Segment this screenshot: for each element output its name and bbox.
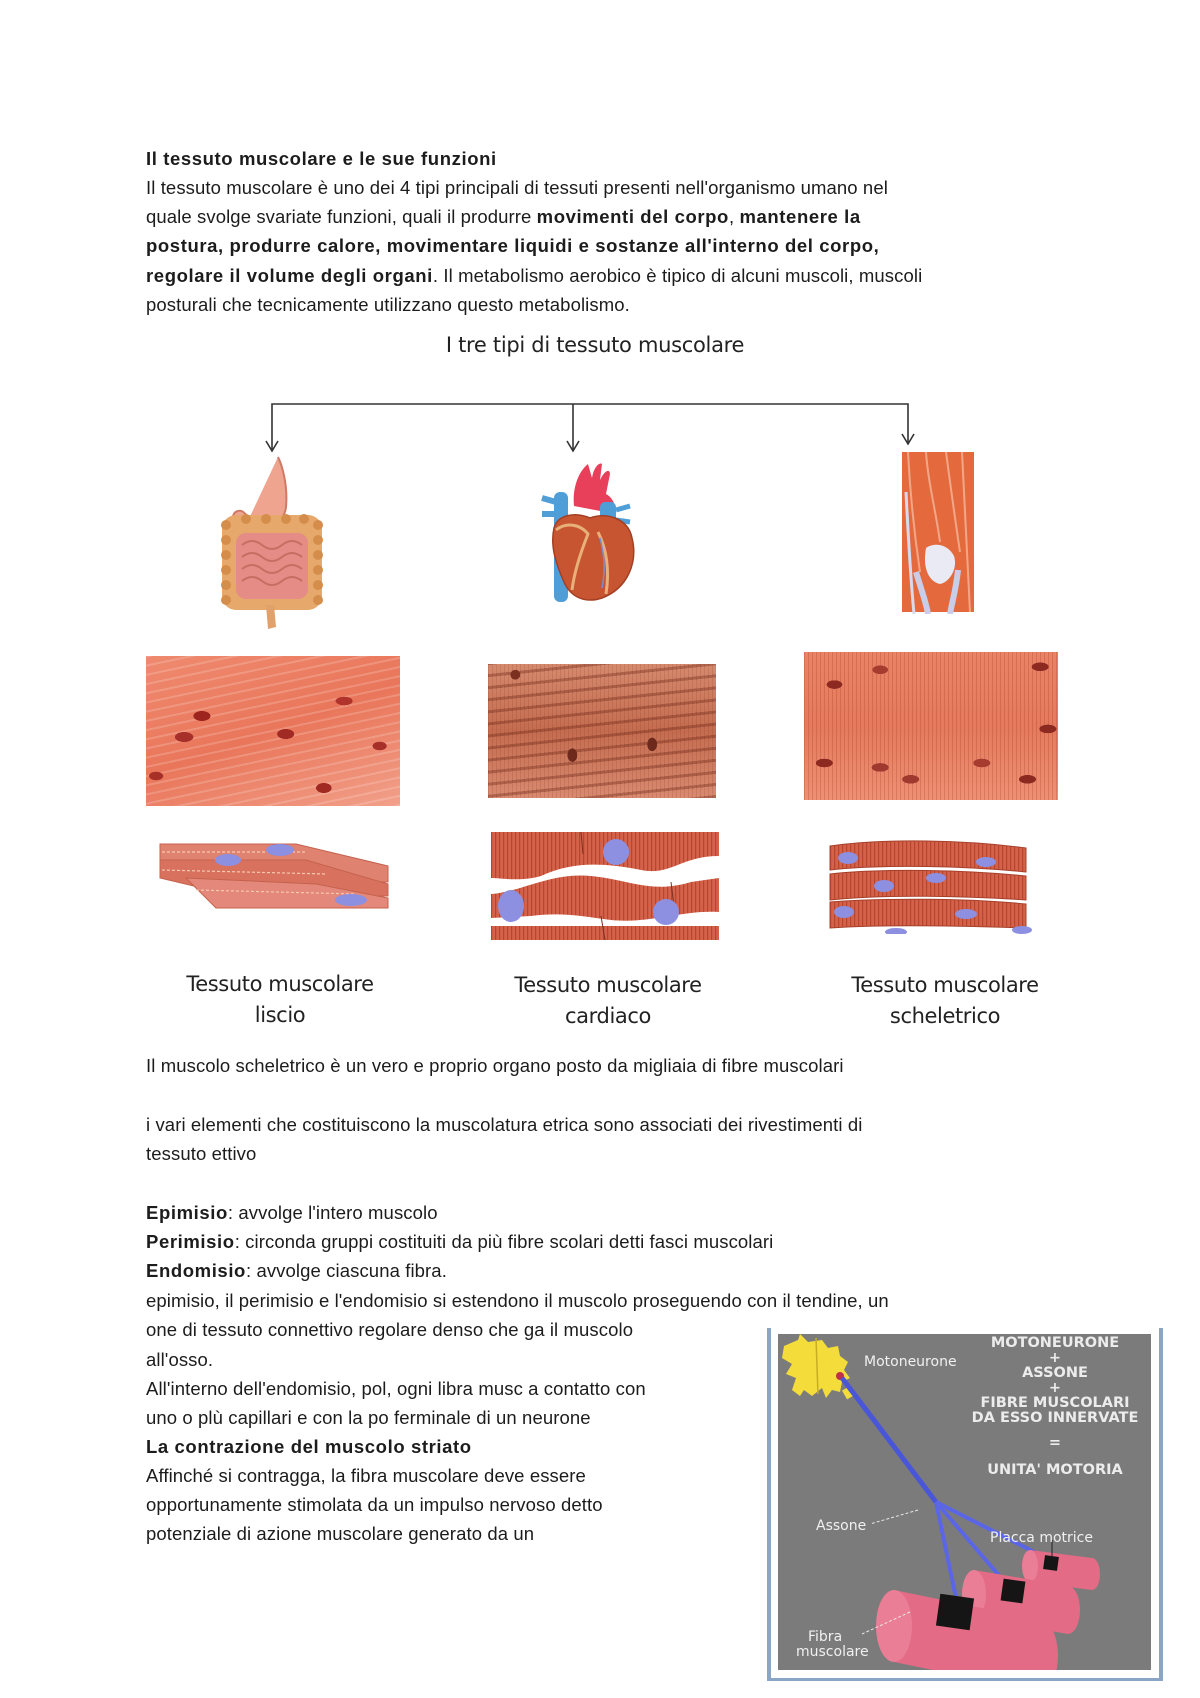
cardiac-muscle-micrograph [488,664,716,798]
body-text: quale svolge svariate funzioni, quali il… [146,206,537,227]
motor-unit-diagram: Motoneurone Assone Placca motrice Fibra … [778,1334,1151,1670]
intro-line: postura, produrre calore, movimentare li… [146,235,879,257]
label-motoneuron: Motoneurone [864,1354,957,1370]
label-fiber: Fibra muscolare [796,1630,869,1660]
paragraph-tendon-line: epimisio, il perimisio e l'endomisio si … [146,1290,889,1311]
frame-border [767,1678,1163,1681]
body-text: , [728,206,740,227]
section-heading: Il tessuto muscolare e le sue funzioni [146,148,497,169]
stomach-intestines-illustration [221,456,323,629]
label-axon: Assone [816,1518,867,1534]
definition-term: Perimisio [146,1231,235,1252]
paragraph-coverings-line1: i vari elementi che costituiscono la mus… [146,1114,863,1135]
caption-line: Tessuto muscolare [851,973,1039,997]
caption-cardiac: Tessuto muscolare cardiaco [478,970,738,1032]
caption-line: Tessuto muscolare [186,972,374,996]
definition-text: : avvolge ciascuna fibra. [245,1260,447,1281]
motor-unit-figure: Motoneurone Assone Placca motrice Fibra … [767,1328,1163,1681]
definition-text: : circonda gruppi costituiti da più fibr… [234,1231,774,1252]
caption-skeletal: Tessuto muscolare scheletrico [815,970,1075,1032]
body-text: Il tessuto muscolare è uno dei 4 tipi pr… [146,177,888,198]
emphasized-text: regolare il volume degli organi [146,265,433,286]
intro-line: quale svolge svariate funzioni, quali il… [146,206,861,228]
motor-unit-drawing [782,1334,1100,1670]
paragraph-contraction-line: potenziale di azione muscolare generato … [146,1523,535,1544]
frame-border [1159,1328,1163,1681]
smooth-muscle-micrograph [146,656,400,806]
equation-result: UNITA' MOTORIA [987,1462,1123,1478]
definition-epimisio: Epimisio: avvolge l'intero muscolo [146,1202,438,1224]
motor-unit-equation: MOTONEURONE + ASSONE + FIBRE MUSCOLARI D… [960,1336,1150,1478]
paragraph-coverings-line2: tessuto ettivo [146,1143,257,1164]
leg-muscle-illustration [902,452,974,614]
equation-term: DA ESSO INNERVATE [971,1410,1139,1426]
heart-illustration [541,463,635,602]
paragraph-tendon-line: all'osso. [146,1349,214,1370]
equation-term: ASSONE [1022,1365,1088,1381]
emphasized-text: movimenti del corpo [536,206,729,227]
emphasized-text: mantenere la [739,206,861,227]
cardiac-muscle-fibers-illustration [491,832,719,940]
paragraph-contraction-line: Affinché si contragga, la fibra muscolar… [146,1465,586,1486]
caption-smooth: Tessuto muscolare liscio [150,969,410,1031]
equation-operator: = [1048,1435,1062,1451]
body-text: posturali che tecnicamente utilizzano qu… [146,294,630,315]
paragraph-skeletal-organ: Il muscolo scheletrico è un vero e propr… [146,1055,844,1076]
paragraph-tendon-line: one di tessuto connettivo regolare denso… [146,1319,634,1340]
emphasized-text: postura, produrre calore, movimentare li… [146,235,880,256]
definition-term: Endomisio [146,1260,246,1281]
equation-operator: + [1048,1380,1062,1396]
label-endplate: Placca motrice [990,1530,1093,1546]
equation-operator: + [1048,1350,1062,1366]
caption-line: scheletrico [889,1004,1001,1028]
body-text: . Il metabolismo aerobico è tipico di al… [432,265,923,286]
definition-perimisio: Perimisio: circonda gruppi costituiti da… [146,1231,773,1253]
definition-text: : avvolge l'intero muscolo [227,1202,438,1223]
subheading-contraction: La contrazione del muscolo striato [146,1436,472,1457]
equation-term: FIBRE MUSCOLARI [980,1395,1130,1411]
branch-arrows [265,403,915,453]
smooth-muscle-fibers-illustration [159,843,389,909]
paragraph-tendon-line: uno o plù capillari e con la po ferminal… [146,1407,591,1428]
label-fiber-line: muscolare [796,1644,869,1660]
equation-term: MOTONEURONE [990,1335,1120,1351]
label-fiber-line: Fibra [808,1629,843,1645]
paragraph-tendon-line: All'interno dell'endomisio, pol, ogni li… [146,1378,646,1399]
caption-line: liscio [254,1003,306,1027]
definition-endomisio: Endomisio: avvolge ciascuna fibra. [146,1260,447,1282]
caption-line: cardiaco [565,1004,651,1028]
figure-title: I tre tipi di tessuto muscolare [445,333,745,357]
skeletal-muscle-micrograph [804,652,1058,800]
paragraph-contraction-line: opportunamente stimolata da un impulso n… [146,1494,603,1515]
caption-line: Tessuto muscolare [514,973,702,997]
definition-term: Epimisio [146,1202,228,1223]
skeletal-muscle-fibers-illustration [829,840,1032,934]
intro-line: posturali che tecnicamente utilizzano qu… [146,294,630,316]
intro-line: regolare il volume degli organi. Il meta… [146,265,922,287]
frame-border [767,1328,771,1681]
intro-line: Il tessuto muscolare è uno dei 4 tipi pr… [146,177,888,199]
